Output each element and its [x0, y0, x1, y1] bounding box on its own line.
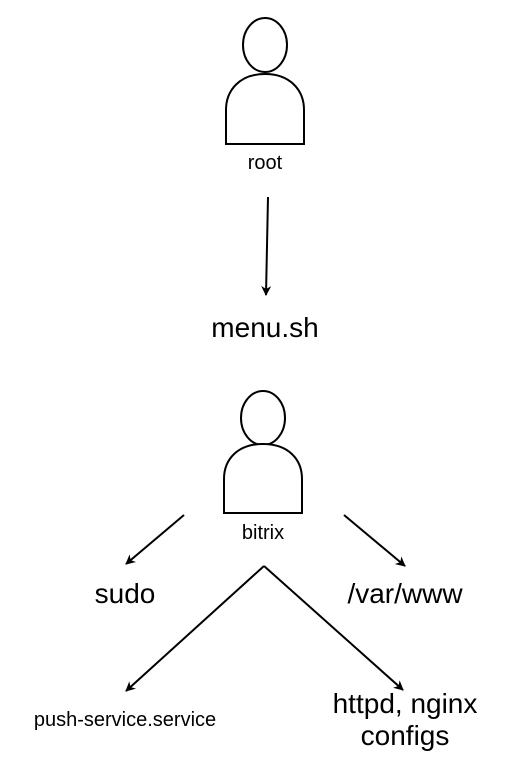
node-label-var-www: /var/www: [347, 578, 463, 609]
node-label-sudo: sudo: [94, 578, 156, 609]
edge-bitrix-to-varwww: [343, 514, 406, 567]
node-label-root: root: [247, 152, 283, 174]
edge-bitrix-to-sudo: [125, 514, 185, 565]
edge-bitrix-to-push: [125, 565, 265, 692]
node-label-menu-sh: menu.sh: [211, 312, 319, 343]
edge-root-to-menu: [261, 196, 272, 296]
edge-bitrix-to-httpd: [263, 565, 404, 691]
user-icon: [223, 390, 303, 514]
node-label-push-service: push-service.service: [33, 709, 217, 731]
user-icon: [225, 17, 305, 145]
node-label-httpd-nginx-configs: httpd, nginx configs: [332, 688, 478, 752]
node-label-bitrix: bitrix: [241, 522, 285, 544]
